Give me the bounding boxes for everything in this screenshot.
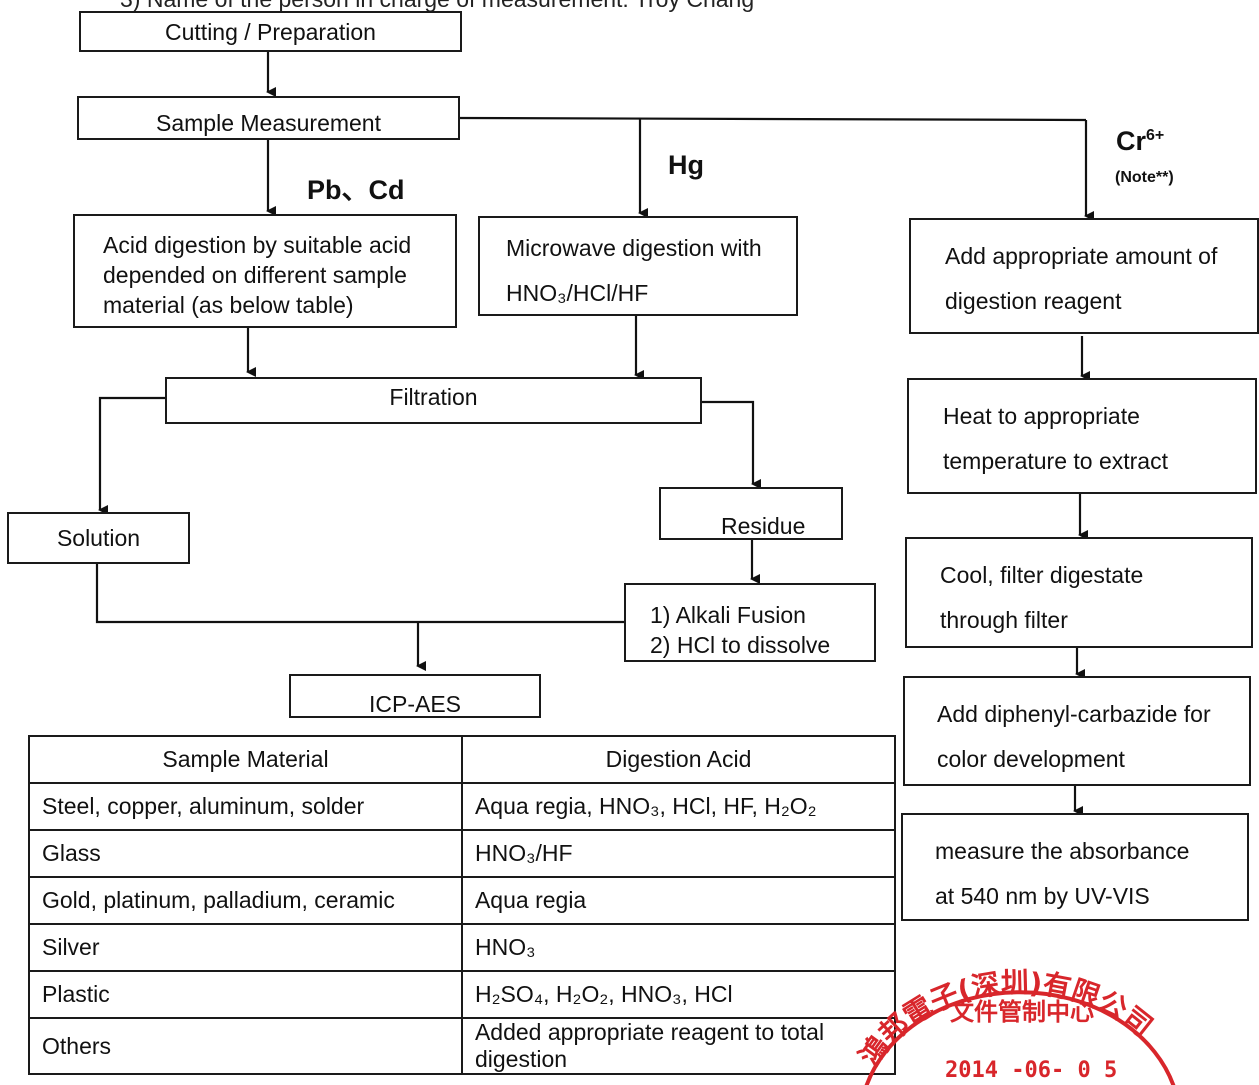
table-row: Steel, copper, aluminum, solder Aqua reg… xyxy=(28,782,897,831)
table-header-row: Sample Material Digestion Acid xyxy=(28,735,897,784)
digestion-acid-table: Sample Material Digestion Acid Steel, co… xyxy=(28,735,897,1075)
hg-label: Hg xyxy=(668,150,704,180)
cut-off-header-text: 3) Name of the person in charge of measu… xyxy=(120,0,754,13)
cr-step-cool-filter: Cool, filter digestate through filter xyxy=(905,537,1253,648)
filtration-box: Filtration xyxy=(165,377,702,424)
svg-text:文件管制中心: 文件管制中心 xyxy=(950,998,1094,1026)
cutting-preparation-box: Cutting / Preparation xyxy=(79,11,462,52)
fusion-step-1: 1) Alkali Fusion xyxy=(650,602,806,628)
cr-step-color-development: Add diphenyl-carbazide for color develop… xyxy=(903,676,1251,786)
cr-step-measure-absorbance: measure the absorbance at 540 nm by UV-V… xyxy=(901,813,1249,921)
solution-box: Solution xyxy=(7,512,190,564)
alkali-fusion-box: 1) Alkali Fusion 2) HCl to dissolve xyxy=(624,583,876,662)
sample-measurement-box: Sample Measurement xyxy=(77,96,460,140)
digestion-acid-cell: H₂SO₄, H₂O₂, HNO₃, HCl xyxy=(460,970,897,1019)
icp-aes-box: ICP-AES xyxy=(289,674,541,718)
sample-material-cell: Gold, platinum, palladium, ceramic xyxy=(28,876,463,925)
digestion-acid-cell: HNO₃/HF xyxy=(460,829,897,878)
cr-step-4-line-1: Add diphenyl-carbazide for xyxy=(937,701,1211,727)
digestion-acid-cell: Aqua regia, HNO₃, HCl, HF, H₂O₂ xyxy=(460,782,897,831)
microwave-chemicals: HNO₃/HCl/HF xyxy=(506,280,649,306)
acid-digestion-line-2: depended on different sample xyxy=(103,262,407,288)
sample-material-cell: Silver xyxy=(28,923,463,972)
cr-step-1-line-2: digestion reagent xyxy=(945,288,1122,314)
cr-step-2-line-2: temperature to extract xyxy=(943,448,1168,474)
sample-material-cell: Plastic xyxy=(28,970,463,1019)
acid-digestion-line-3: material (as below table) xyxy=(103,292,354,318)
header-digestion-acid: Digestion Acid xyxy=(460,735,897,784)
cr-step-2-line-1: Heat to appropriate xyxy=(943,403,1140,429)
digestion-acid-cell: Aqua regia xyxy=(460,876,897,925)
residue-box: Residue xyxy=(659,487,843,540)
cr6-label: Cr6+ xyxy=(1116,126,1164,157)
acid-digestion-box: Acid digestion by suitable acid depended… xyxy=(73,214,457,328)
sample-material-cell: Glass xyxy=(28,829,463,878)
microwave-line-1: Microwave digestion with xyxy=(506,235,762,261)
sample-material-cell: Steel, copper, aluminum, solder xyxy=(28,782,463,831)
digestion-acid-cell: HNO₃ xyxy=(460,923,897,972)
cr-step-3-line-2: through filter xyxy=(940,607,1068,633)
microwave-digestion-box: Microwave digestion with HNO₃/HCl/HF xyxy=(478,216,798,316)
svg-text:2014 -06- 0 5: 2014 -06- 0 5 xyxy=(945,1058,1117,1083)
sample-material-cell: Others xyxy=(28,1017,463,1075)
cr-step-add-reagent: Add appropriate amount of digestion reag… xyxy=(909,218,1259,334)
acid-digestion-line-1: Acid digestion by suitable acid xyxy=(103,232,412,258)
company-seal-stamp: 鴻邦電子(深圳)有限公司 文件管制中心 2014 -06- 0 5 xyxy=(855,966,1176,1085)
cr-symbol: Cr xyxy=(1116,126,1147,156)
cr-step-5-line-2: at 540 nm by UV-VIS xyxy=(935,883,1150,909)
cr-step-4-line-2: color development xyxy=(937,746,1125,772)
digestion-acid-cell: Added appropriate reagent to total diges… xyxy=(460,1017,897,1075)
pb-cd-label: Pb、Cd xyxy=(307,175,405,205)
header-sample-material: Sample Material xyxy=(28,735,463,784)
table-row: Silver HNO₃ xyxy=(28,923,897,972)
cr-step-1-line-1: Add appropriate amount of xyxy=(945,243,1218,269)
cr-step-heat: Heat to appropriate temperature to extra… xyxy=(907,378,1257,494)
table-row: Glass HNO₃/HF xyxy=(28,829,897,878)
table-row: Gold, platinum, palladium, ceramic Aqua … xyxy=(28,876,897,925)
cr-step-3-line-1: Cool, filter digestate xyxy=(940,562,1144,588)
cr6-note: (Note**) xyxy=(1115,169,1174,186)
table-row: Plastic H₂SO₄, H₂O₂, HNO₃, HCl xyxy=(28,970,897,1019)
table-row: Others Added appropriate reagent to tota… xyxy=(28,1017,897,1075)
cr-charge: 6+ xyxy=(1146,127,1165,144)
fusion-step-2: 2) HCl to dissolve xyxy=(650,632,831,658)
cr-step-5-line-1: measure the absorbance xyxy=(935,838,1190,864)
